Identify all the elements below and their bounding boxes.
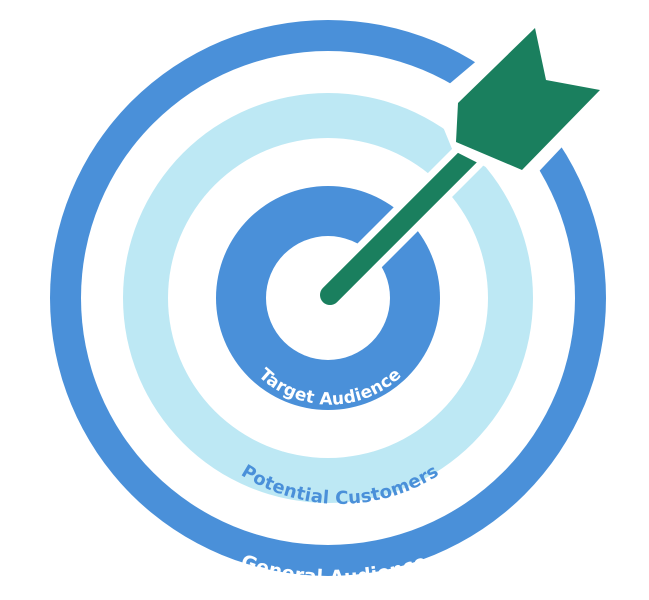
arrow-shaft [320,137,488,305]
arrow-fletching [456,28,600,170]
arrow-icon [313,12,619,312]
